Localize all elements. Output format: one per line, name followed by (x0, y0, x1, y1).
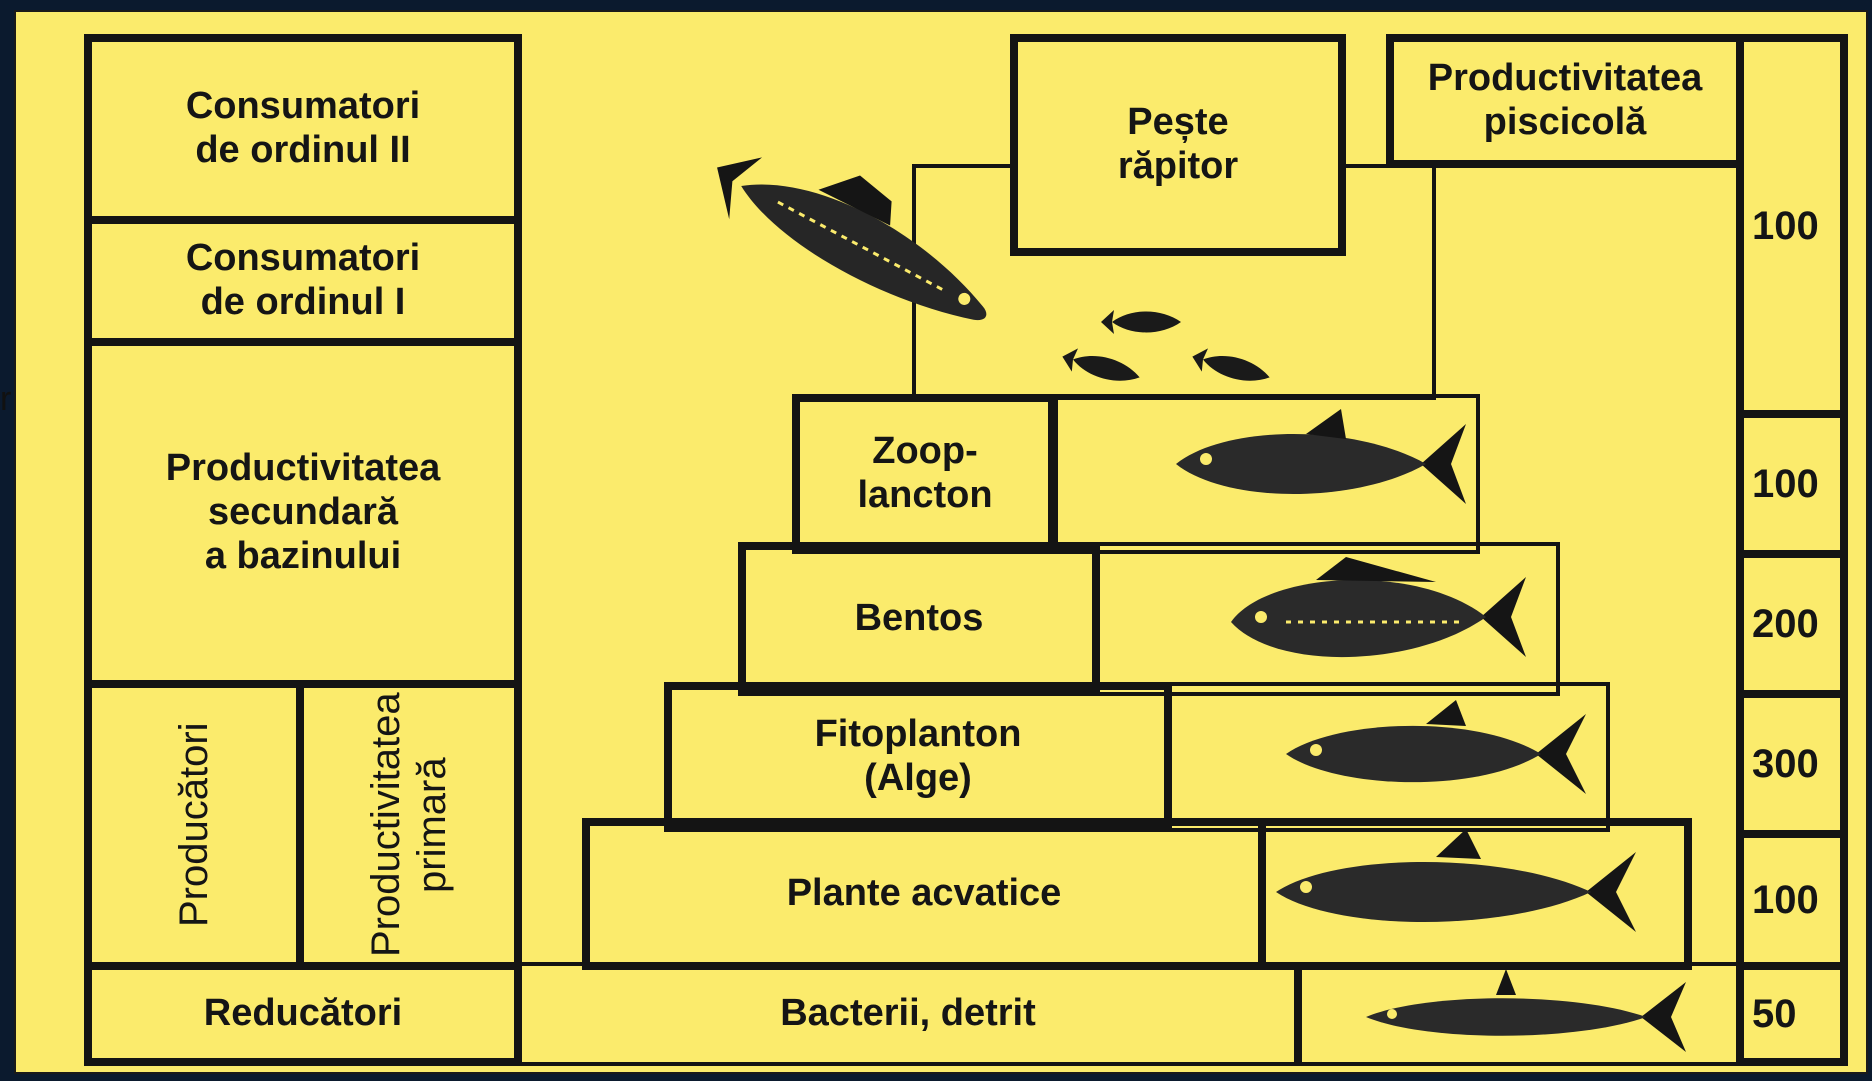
benthos-label: Bentos (738, 542, 1100, 696)
small-fish-icon (1186, 342, 1276, 392)
zooplankton-label: Zoop- lancton (792, 394, 1058, 554)
productivity-value: 50 (1736, 962, 1848, 1066)
bacteria-label: Bacterii, detrit (514, 962, 1302, 1066)
consumers-order-2-label: Consumatori de ordinul II (84, 34, 522, 224)
productivity-value: 100 (1736, 34, 1848, 418)
fish-productivity-header: Productivitatea piscicolă (1386, 34, 1744, 168)
secondary-productivity-label: Productivitatea secundară a bazinului (84, 338, 522, 688)
phyto-fish-icon (1276, 694, 1596, 814)
producers-label: Producători (84, 680, 304, 970)
stray-character: r (0, 380, 11, 419)
phytoplankton-label: Fitoplanton (Alge) (664, 682, 1172, 832)
productivity-value: 100 (1736, 830, 1848, 970)
predator-fish-label: Pește răpitor (1010, 34, 1346, 256)
predator-fish-icon (676, 132, 1036, 362)
plant-fish-icon (1266, 827, 1646, 957)
detritus-fish-icon (1356, 967, 1696, 1062)
diagram-panel: Consumatori de ordinul II Consumatori de… (14, 10, 1868, 1074)
consumers-order-1-label: Consumatori de ordinul I (84, 216, 522, 346)
small-fish-icon (1056, 342, 1146, 392)
productivity-value: 300 (1736, 690, 1848, 838)
small-fish-icon (1096, 302, 1186, 342)
aquatic-plants-label: Plante acvatice (582, 818, 1266, 970)
reducers-label: Reducători (84, 962, 522, 1066)
primary-productivity-label: Productivitatea primară (296, 680, 522, 970)
productivity-value: 100 (1736, 410, 1848, 558)
productivity-value: 200 (1736, 550, 1848, 698)
zooplankton-fish-icon (1166, 404, 1476, 524)
carp-icon (1216, 552, 1536, 682)
